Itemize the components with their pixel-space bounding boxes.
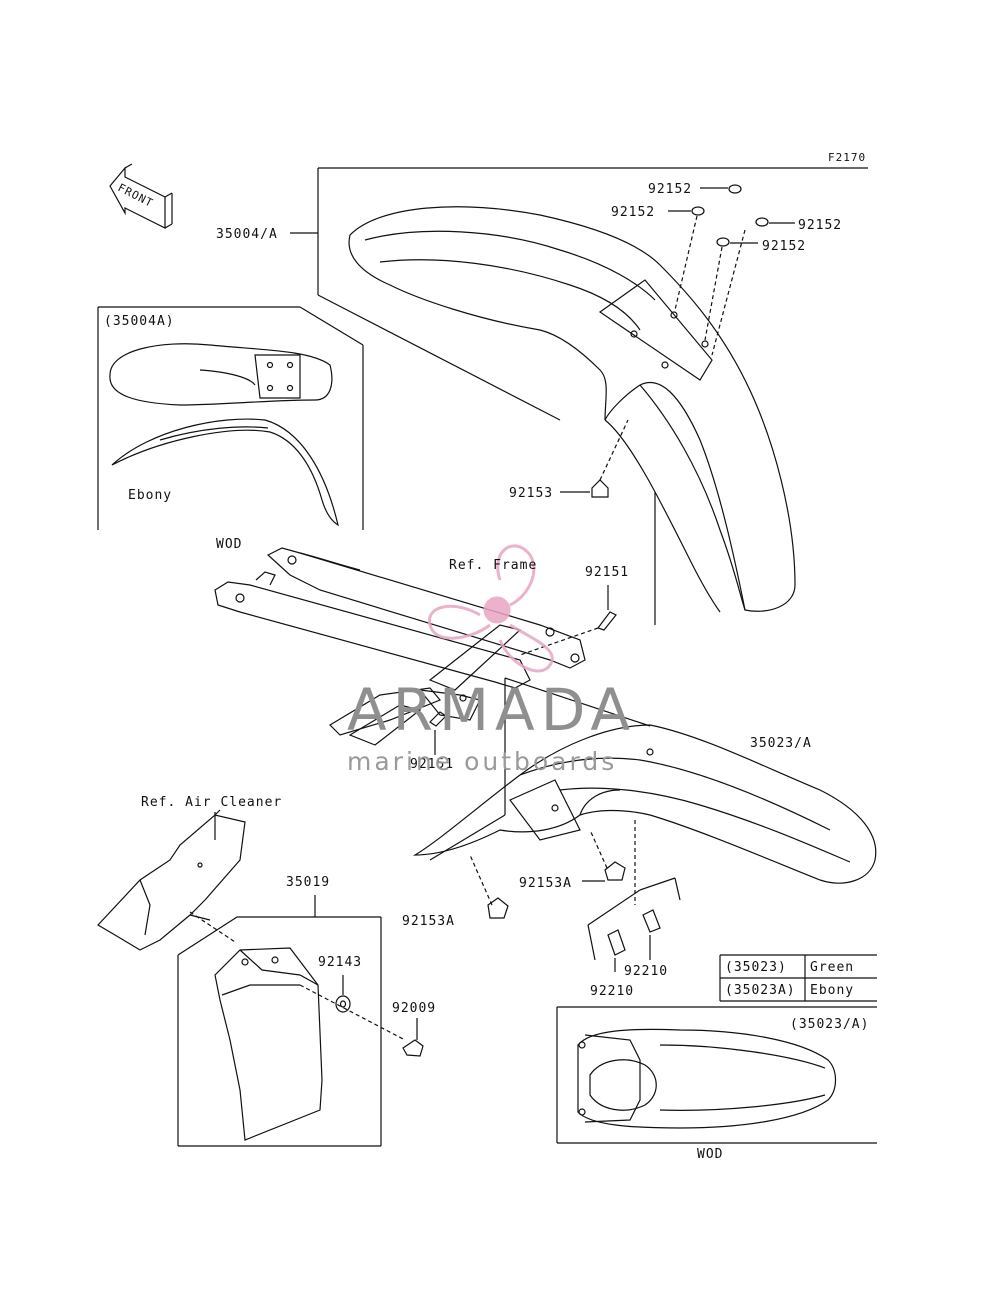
color-table-color: Ebony xyxy=(810,983,854,998)
part-label: 92151 xyxy=(585,565,629,580)
color-table-code: (35023) xyxy=(725,960,787,975)
leader xyxy=(711,229,746,356)
ref-air-cleaner-label: Ref. Air Cleaner xyxy=(141,795,282,810)
part-label: 92152 xyxy=(648,182,692,197)
part-label-rear-fender: 35023/A xyxy=(750,736,812,751)
part-label: 92153A xyxy=(402,914,455,929)
ref-frame-label: Ref. Frame xyxy=(449,558,537,573)
frame-line xyxy=(504,677,651,727)
watermark-brand: ARMADA xyxy=(347,676,636,744)
wod-label: WOD xyxy=(216,537,242,552)
watermark-logo xyxy=(428,544,554,673)
color-table-color: Green xyxy=(810,960,854,975)
part-label: 92153 xyxy=(509,486,553,501)
part-label: 92151 xyxy=(410,757,454,772)
part-label-front-fender: 35004/A xyxy=(216,227,278,242)
washer-icon xyxy=(691,184,769,247)
inset-rear-title: (35023/A) xyxy=(790,1017,869,1032)
part-label: 92152 xyxy=(798,218,842,233)
part-label: 92009 xyxy=(392,1001,436,1016)
inset-rear-fender xyxy=(577,1028,837,1129)
inset-rear-box xyxy=(556,1006,877,1144)
mud-flap-box xyxy=(177,895,382,1147)
screw-icon xyxy=(402,1039,424,1057)
part-label: 92152 xyxy=(762,239,806,254)
front-fender-shape xyxy=(348,206,796,613)
bolt-icon xyxy=(429,711,447,727)
front-arrow-label: FRONT xyxy=(116,181,156,210)
color-table xyxy=(719,954,877,1002)
mud-flap-shape xyxy=(214,947,323,1141)
air-cleaner-shape xyxy=(97,809,246,951)
part-label: 92210 xyxy=(624,964,668,979)
inset-front-box xyxy=(97,306,364,530)
rear-fender-shape xyxy=(412,724,877,884)
inset-front-color: Ebony xyxy=(128,488,172,503)
leader xyxy=(299,984,406,1041)
part-label: 92143 xyxy=(318,955,362,970)
front-arrow-icon xyxy=(109,163,173,229)
leader xyxy=(674,215,698,311)
inset-front-fender-top xyxy=(109,343,333,406)
frame-line xyxy=(429,814,506,861)
part-label: 92153A xyxy=(519,876,572,891)
bolt-icon xyxy=(519,611,617,656)
inset-front-fender-side xyxy=(111,418,339,527)
bolt-icon xyxy=(469,829,626,919)
inset-front-title: (35004A) xyxy=(104,314,175,329)
part-label: 92210 xyxy=(590,984,634,999)
color-table-code: (35023A) xyxy=(725,983,796,998)
wod-label: WOD xyxy=(697,1147,723,1162)
frame-diagonal xyxy=(317,294,561,421)
bolt-icon xyxy=(591,419,629,498)
part-label: 92152 xyxy=(611,205,655,220)
washer-icon xyxy=(335,995,351,1013)
leader xyxy=(704,246,723,341)
clip-icon xyxy=(587,820,681,972)
leader xyxy=(189,911,236,943)
watermark-tagline: marine outboards xyxy=(347,747,617,776)
part-label-mud-flap: 35019 xyxy=(286,875,330,890)
figure-code: F2170 xyxy=(828,151,866,164)
